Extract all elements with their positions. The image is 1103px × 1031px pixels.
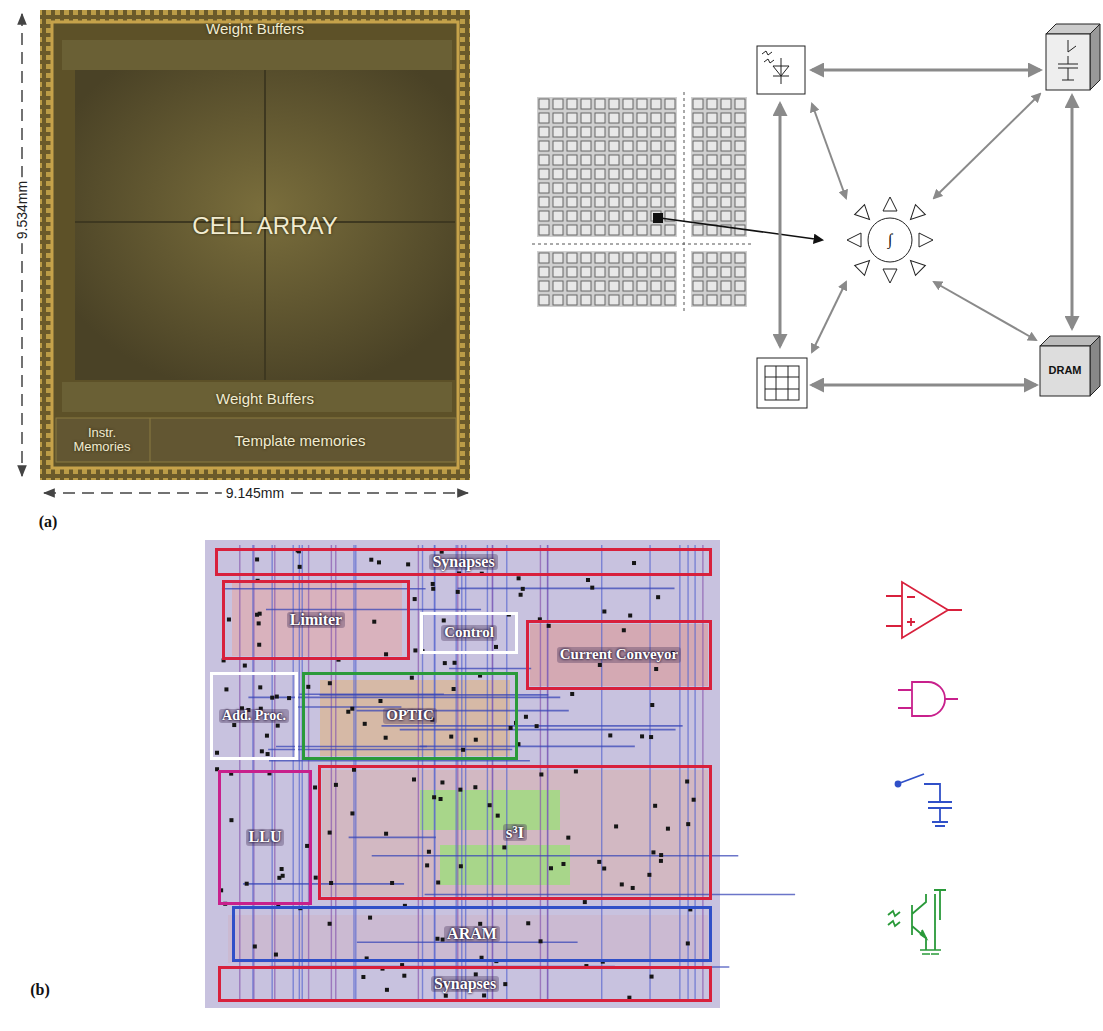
layout-region: Synapses bbox=[215, 548, 712, 576]
panel-label: (b) bbox=[30, 981, 50, 999]
cell-diagram bbox=[780, 70, 1072, 385]
phototransistor-symbol bbox=[888, 890, 946, 954]
layout-region: s³I bbox=[318, 765, 712, 900]
amplifier-symbol bbox=[883, 269, 897, 283]
region-label: Synapses bbox=[429, 554, 497, 571]
and-gate-symbol bbox=[898, 682, 958, 716]
region-label: s³I bbox=[503, 824, 527, 842]
photodiode-icon bbox=[757, 46, 805, 94]
opamp-symbol bbox=[886, 582, 962, 638]
layout-region: OPTIC bbox=[302, 672, 518, 760]
region-label: LLU bbox=[246, 829, 285, 846]
switch-capacitor-symbol bbox=[896, 774, 953, 826]
amplifier-symbol bbox=[883, 197, 897, 211]
layout-region: Synapses bbox=[218, 966, 712, 1002]
memory-label: Template memories bbox=[235, 432, 366, 449]
array-label: CELL ARRAY bbox=[192, 212, 337, 240]
layout-region: Control bbox=[420, 612, 518, 654]
amplifier-symbol bbox=[855, 205, 875, 225]
region-label: OPTIC bbox=[383, 708, 437, 724]
memory-label: Instr. Memories bbox=[62, 426, 142, 453]
dimension-label: 9.534mm bbox=[14, 177, 30, 243]
logic-grid-icon bbox=[757, 358, 807, 408]
integrator-star bbox=[847, 197, 933, 283]
weight-buffer-label: Weight Buffers bbox=[216, 390, 314, 407]
dimension-label: 9.145mm bbox=[222, 485, 288, 501]
layout-region: Limiter bbox=[222, 580, 410, 660]
region-label: Add. Proc. bbox=[219, 709, 289, 724]
dram-box: DRAM bbox=[1040, 346, 1090, 396]
amplifier-symbol bbox=[847, 233, 861, 247]
layout-region: Add. Proc. bbox=[210, 672, 298, 760]
region-label: Limiter bbox=[287, 612, 345, 629]
region-label: Control bbox=[441, 625, 497, 641]
layout-region: ARAM bbox=[232, 906, 712, 962]
amplifier-symbol bbox=[855, 256, 875, 276]
dimension-lines bbox=[22, 14, 468, 493]
layout-region: Current Conveyor bbox=[526, 620, 712, 690]
region-label: Synapses bbox=[431, 976, 499, 993]
amplifier-symbol bbox=[919, 233, 933, 247]
amplifier-symbol bbox=[906, 205, 926, 225]
amplifier-symbol bbox=[906, 256, 926, 276]
region-label: DRAM bbox=[1046, 365, 1085, 377]
weight-buffer-label: Weight Buffers bbox=[206, 20, 304, 37]
panel-label: (a) bbox=[39, 513, 58, 531]
integrator-sign: ∫ bbox=[888, 231, 892, 249]
layout-art bbox=[205, 540, 795, 1008]
region-label: Current Conveyor bbox=[557, 647, 681, 663]
dram-cube bbox=[1040, 336, 1100, 396]
layout-region: LLU bbox=[218, 770, 312, 905]
chip-photo bbox=[40, 10, 470, 480]
capacitor-cube bbox=[1046, 24, 1100, 90]
region-label: ARAM bbox=[444, 926, 500, 943]
